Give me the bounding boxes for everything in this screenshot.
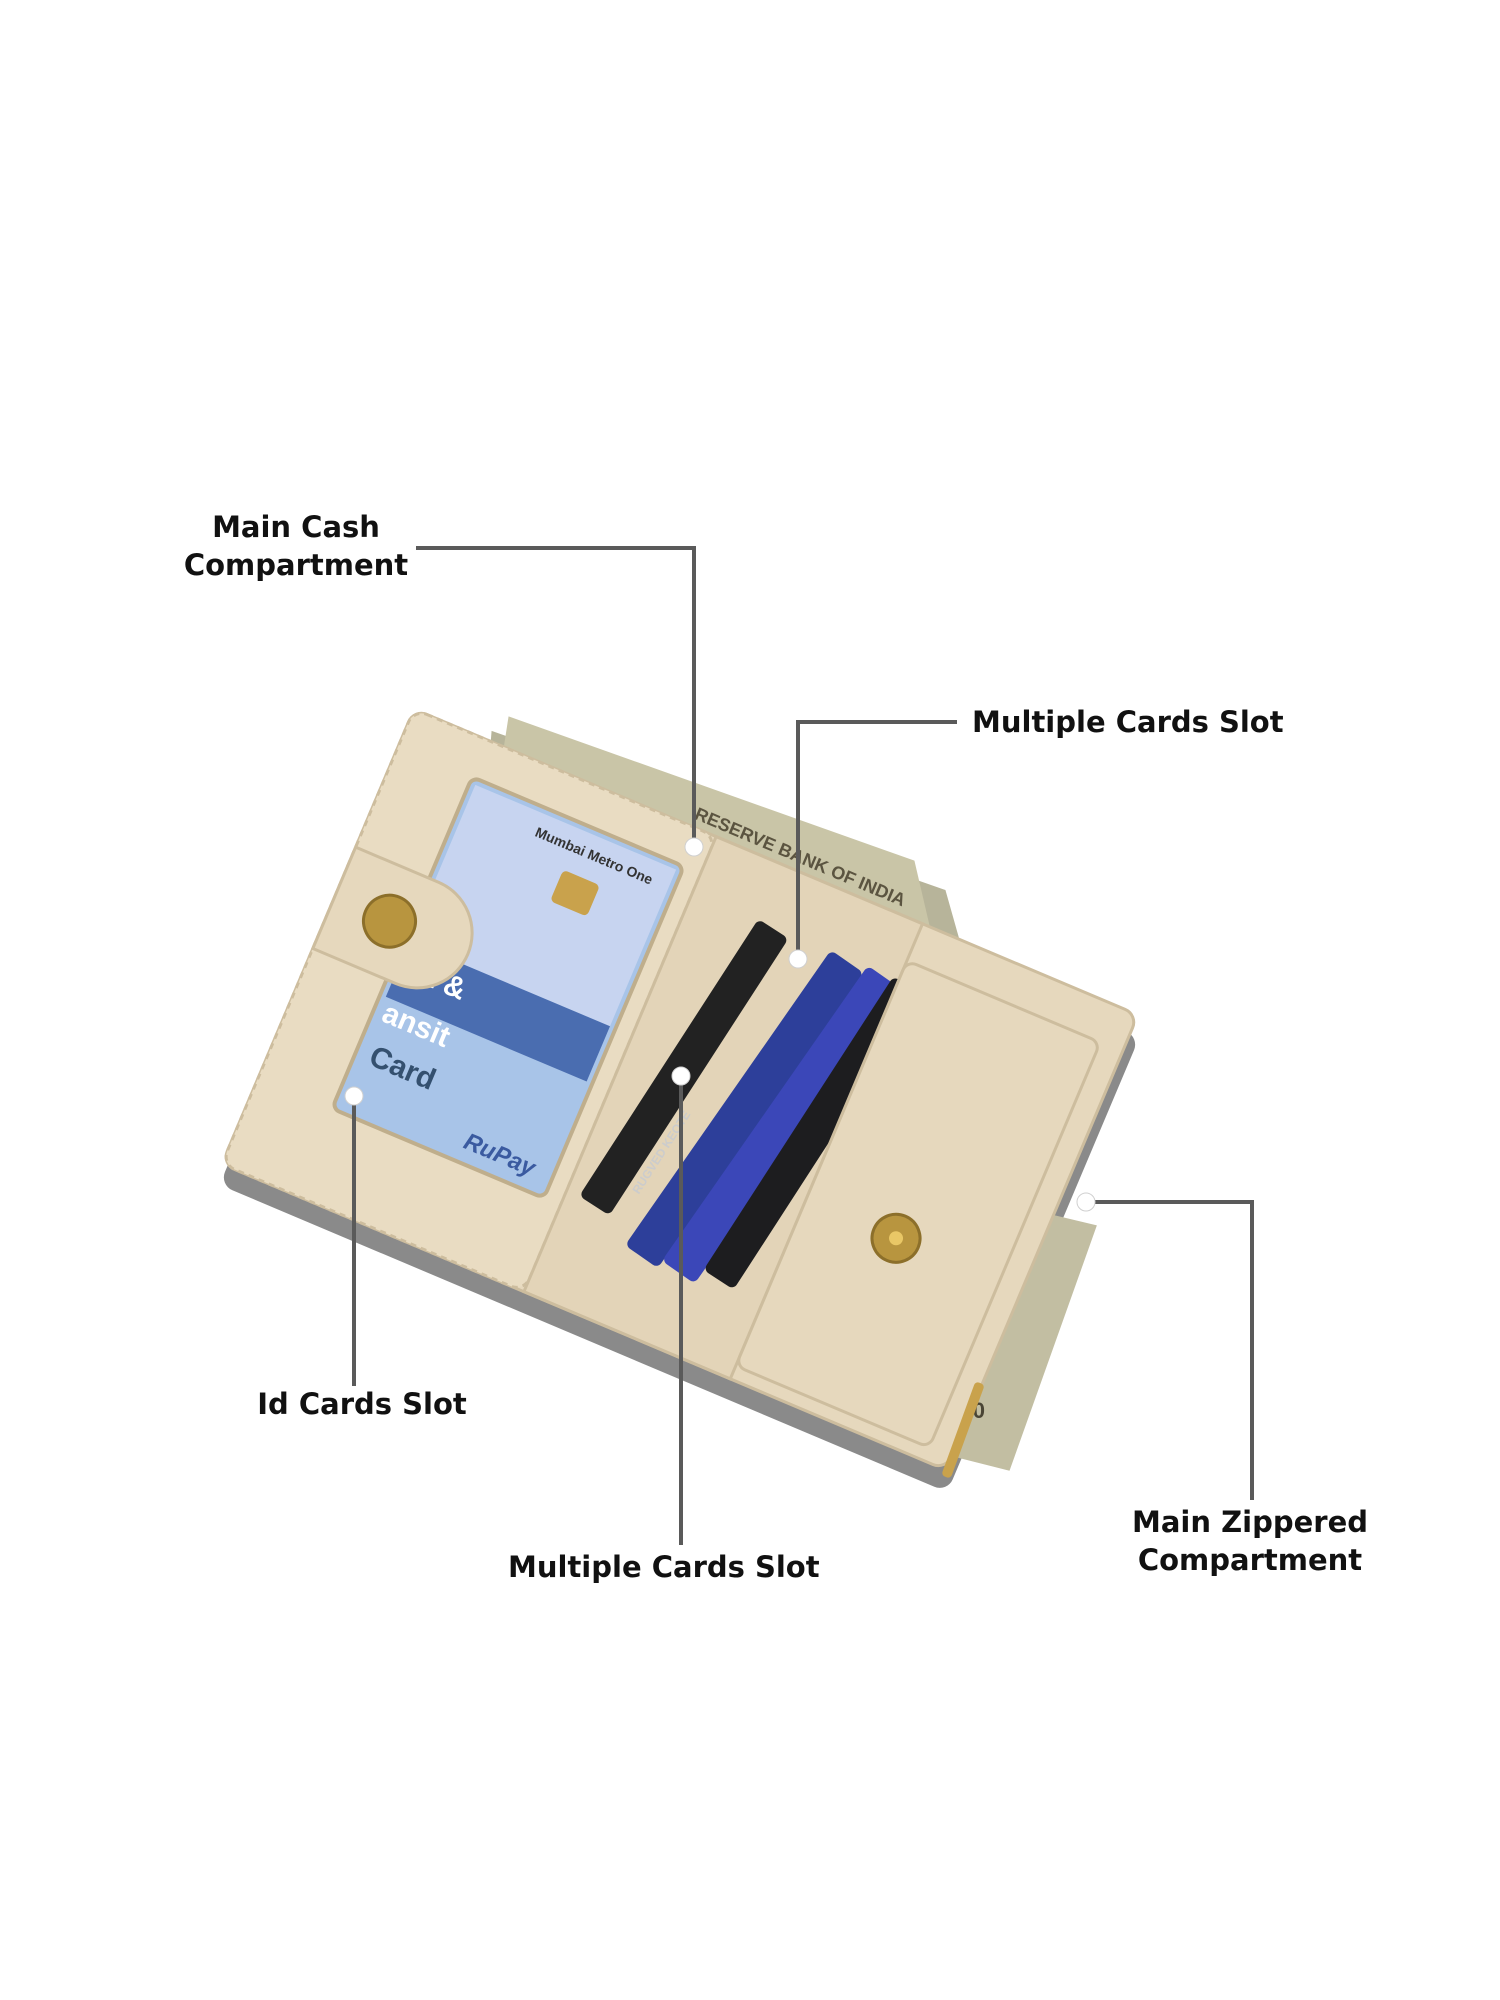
callout-dot-cards-top <box>788 949 808 969</box>
card-chip <box>551 871 599 916</box>
snap-center <box>889 1231 904 1246</box>
callout-line-zippered <box>1086 1200 1254 1500</box>
metro-card <box>409 784 677 1027</box>
callout-multiple-cards-top: Multiple Cards Slot <box>972 703 1284 741</box>
zipper-pull[interactable] <box>941 1381 985 1478</box>
callout-line-main-cash <box>416 546 696 847</box>
callout-text: Main Cash <box>212 510 380 544</box>
callout-text: Compartment <box>183 548 409 582</box>
callout-text: Multiple Cards Slot <box>508 1550 820 1584</box>
zipper-cash <box>945 1211 1097 1471</box>
callout-text: Main Zippered <box>1132 1505 1368 1539</box>
callout-main-zippered: Main Zippered Compartment <box>1130 1503 1370 1579</box>
callout-main-cash: Main Cash Compartment <box>180 508 412 584</box>
callout-lines <box>352 546 1254 1545</box>
snap-button-icon <box>362 893 418 949</box>
callout-text: Compartment <box>1137 1543 1363 1577</box>
callout-text: Id Cards Slot <box>257 1387 467 1421</box>
callout-dot-cards-bottom <box>671 1066 691 1086</box>
callout-dot-main-cash <box>684 837 704 857</box>
callout-dot-zippered <box>1076 1192 1096 1212</box>
purple-card <box>664 967 899 1282</box>
right-flap <box>737 962 1099 1447</box>
callout-dot-id-cards <box>344 1086 364 1106</box>
callout-text: Multiple Cards Slot <box>972 705 1284 739</box>
callout-multiple-cards-bottom: Multiple Cards Slot <box>508 1548 820 1586</box>
callout-id-cards: Id Cards Slot <box>252 1385 472 1423</box>
blue-card <box>627 952 862 1266</box>
cash-banknote-front <box>502 716 930 927</box>
callout-line-cards-top <box>796 720 957 959</box>
